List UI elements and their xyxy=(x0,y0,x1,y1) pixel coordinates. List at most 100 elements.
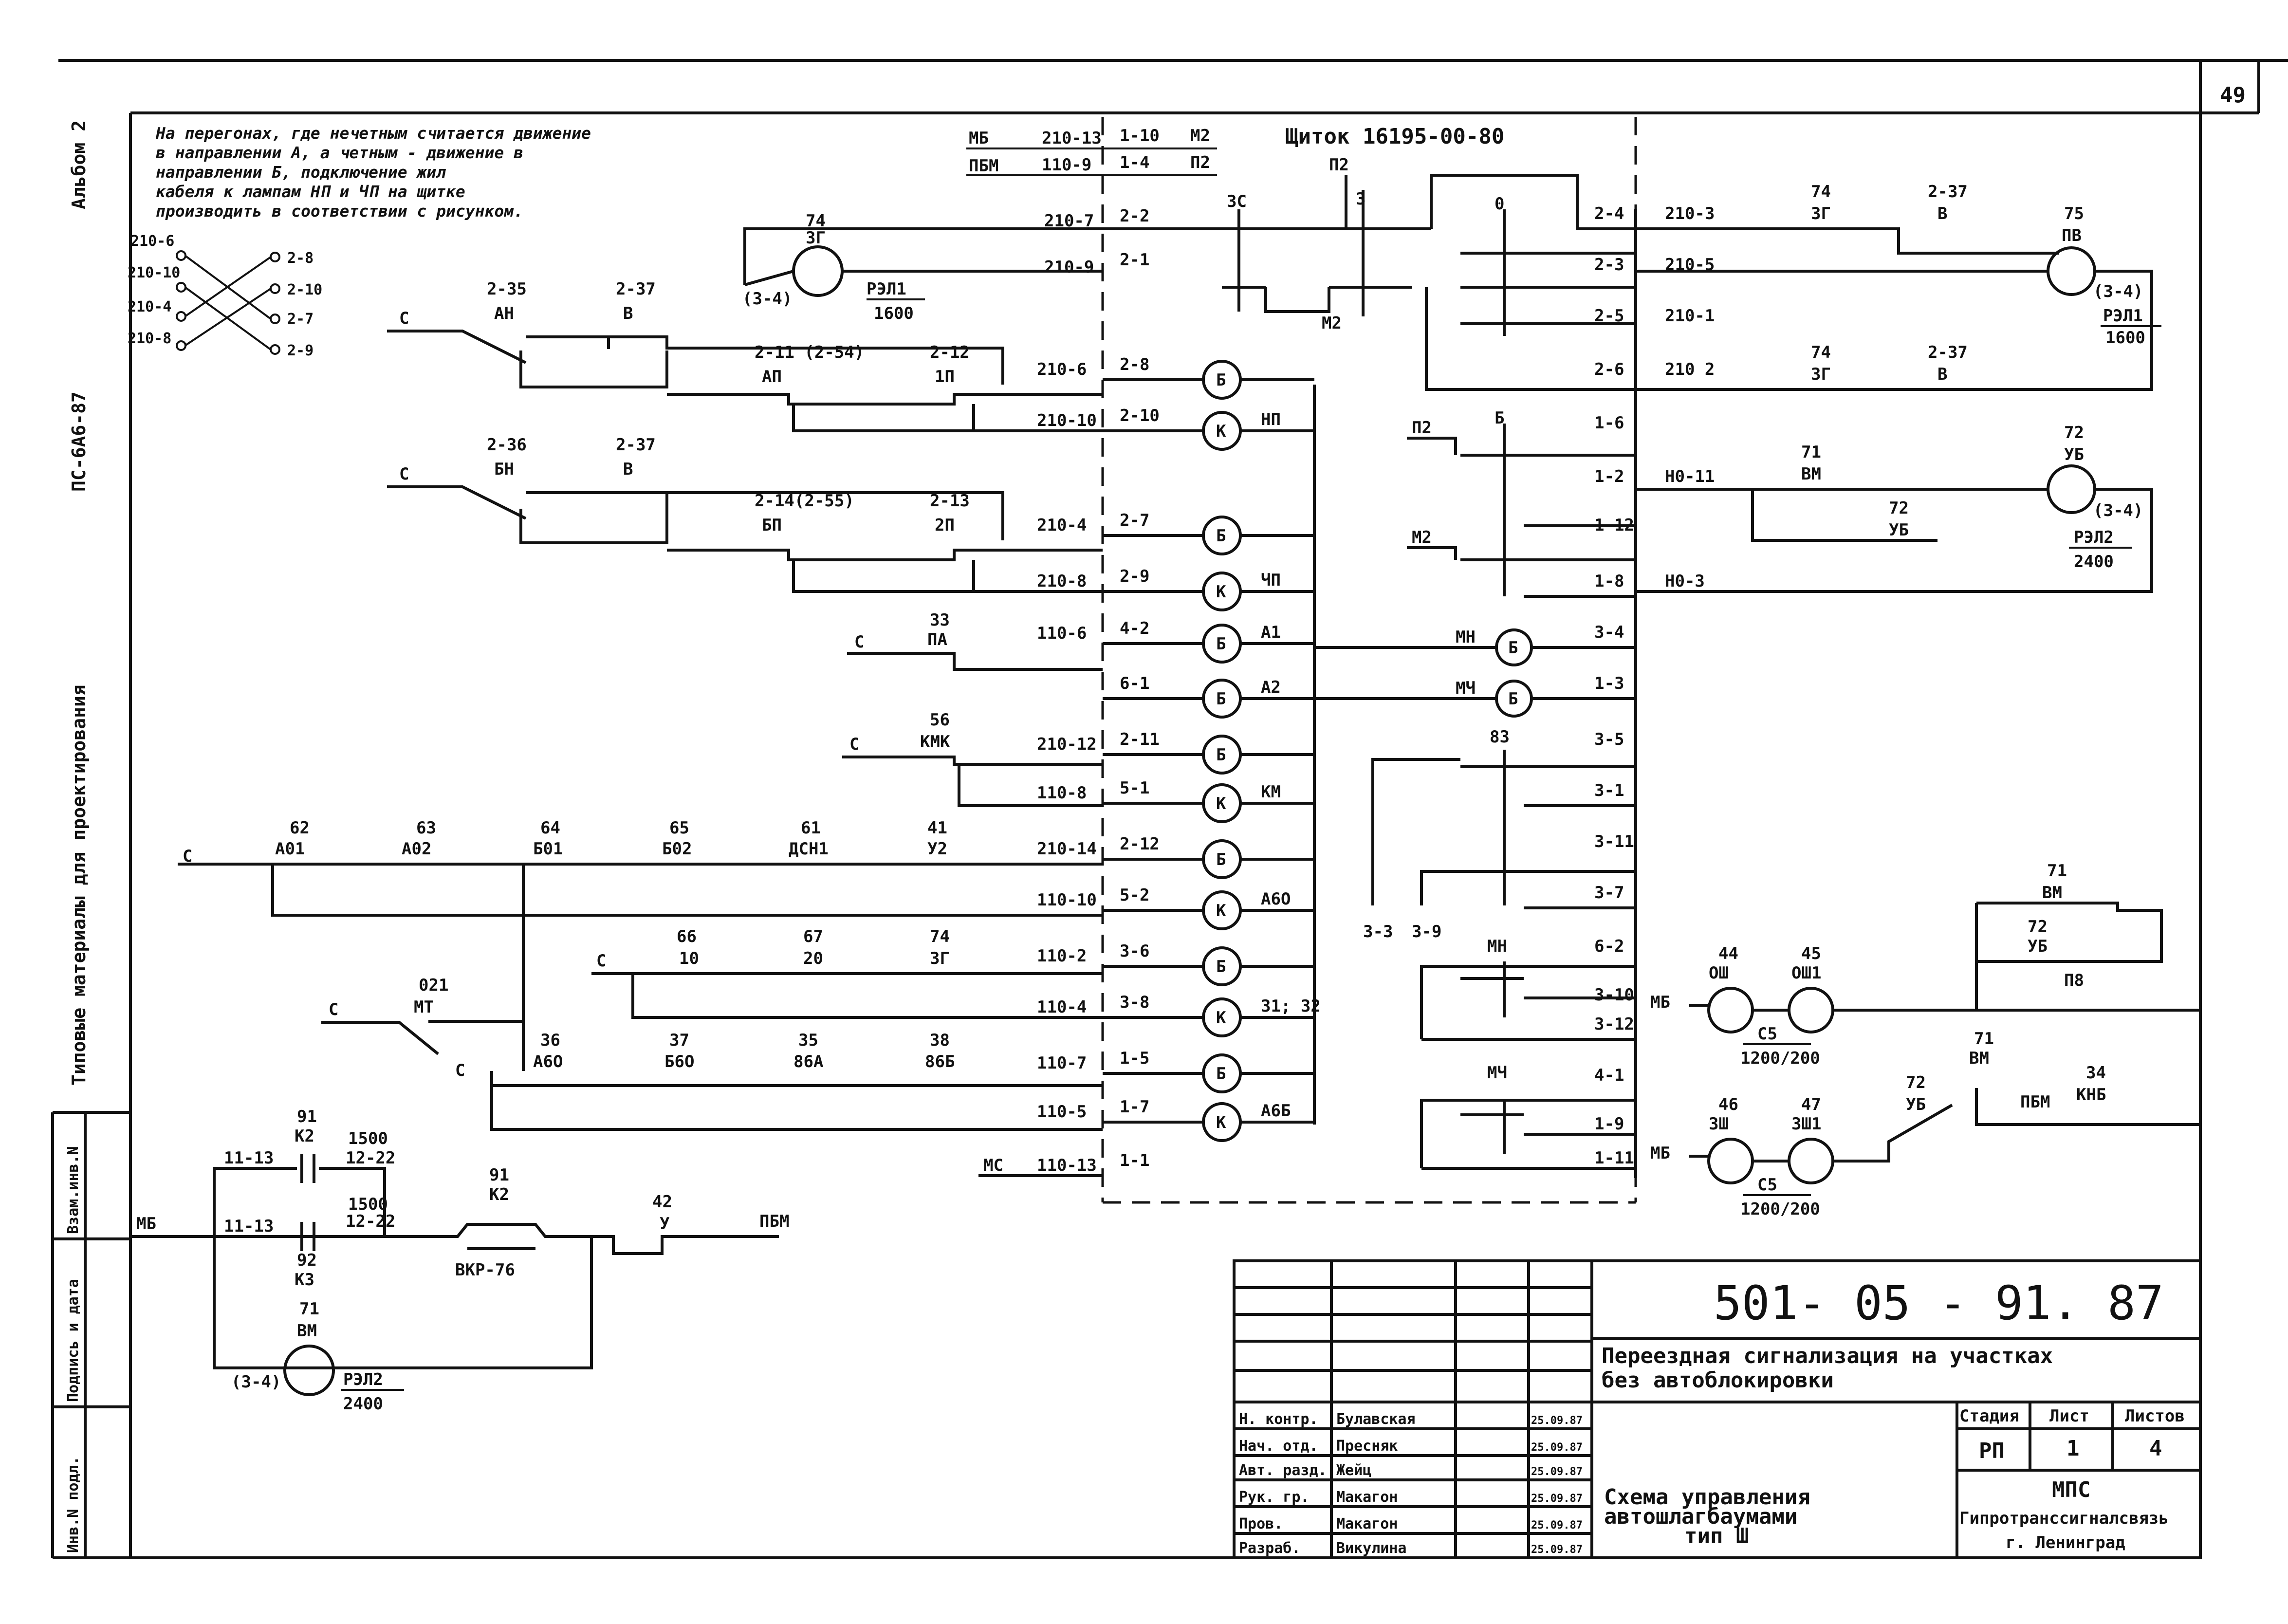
lamp-letter: Б xyxy=(1508,638,1518,658)
lamp-label: А1 xyxy=(1261,623,1281,642)
signer-role: Разраб. xyxy=(1239,1540,1300,1557)
relay-num: 65 xyxy=(669,818,689,838)
lamp-letter: Б xyxy=(1216,370,1226,390)
rrelay-num: 72 xyxy=(1906,1073,1926,1092)
fuse-vkr xyxy=(438,1223,779,1255)
bus-c: С xyxy=(849,735,859,754)
capacitor-k3 xyxy=(273,1222,341,1251)
motor-osh1 xyxy=(1788,987,1834,1033)
relay-name: 3Г xyxy=(930,949,950,968)
wire-label: 210-14 xyxy=(1037,839,1097,859)
wire-label: 210 2 xyxy=(1665,360,1715,379)
rrelay-name: П8 xyxy=(2064,971,2084,990)
wire-label: 210-7 xyxy=(1044,211,1094,231)
term-label: 1-11 xyxy=(1594,1148,1634,1168)
signer-date: 25.09.87 xyxy=(1531,1544,1583,1556)
relay-name: А6О xyxy=(533,1052,563,1071)
lamp-letter: Б xyxy=(1216,957,1226,977)
relay-num: 2-37 xyxy=(616,435,656,455)
side-typical-materials: Типовые материалы для проектирования xyxy=(68,684,90,1086)
relay-num: 2-37 xyxy=(1928,343,1968,362)
relay-num: 66 xyxy=(677,927,697,946)
switch-label: М2 xyxy=(1412,528,1432,547)
hdr-sheets: Листов xyxy=(2125,1406,2185,1426)
note-line: кабеля к лампам НП и ЧП на щитке xyxy=(156,182,465,201)
relay-name: У2 xyxy=(927,839,947,859)
relay-name: 2П xyxy=(935,516,955,535)
wire-label: 12-22 xyxy=(346,1212,395,1231)
note-block: На перегонах, где нечетным считается дви… xyxy=(155,124,591,221)
wire-label: Н0-3 xyxy=(1665,572,1705,591)
lamp-letter: Б xyxy=(1216,745,1226,765)
relay-name: АН xyxy=(494,304,514,323)
bus-label-2: М2 xyxy=(1190,126,1210,146)
wire-label: 210-3 xyxy=(1665,204,1715,223)
switch-label: 3С xyxy=(1227,192,1247,211)
rrelay-num: 72 xyxy=(2028,917,2048,937)
relay-num: 33 xyxy=(930,610,950,630)
bus-wire: 210-13 xyxy=(1042,129,1102,148)
term-label: 3-7 xyxy=(1594,883,1624,903)
relay-name: ДСН1 xyxy=(789,839,829,859)
cap-name: К3 xyxy=(295,1270,314,1290)
lamp-label: ЧП xyxy=(1261,571,1281,590)
term-label: 2-6 xyxy=(1594,360,1624,379)
lamp-letter: К xyxy=(1216,1113,1226,1132)
fuse-num: 91 xyxy=(489,1165,509,1185)
relay-num: 72 xyxy=(1889,498,1909,518)
lamp-letter: Б xyxy=(1216,526,1226,546)
motor-b-name: 3Ш1 xyxy=(1791,1114,1821,1134)
term-label: 1-3 xyxy=(1594,674,1624,693)
relay-contacts-upper: 74 3Г (3-4) РЭЛ1 1600 210-7 2-2 210-9 2-… xyxy=(387,206,1149,807)
relay-name: БН xyxy=(494,460,514,479)
cross-left-label: 210-4 xyxy=(128,298,171,315)
wire-label: 110-10 xyxy=(1037,890,1097,910)
term-label: 2-8 xyxy=(1120,355,1149,374)
coil-pins: (3-4) xyxy=(2093,501,2143,520)
wire-label: 11-13 xyxy=(224,1217,274,1236)
cap-name: К2 xyxy=(295,1126,314,1146)
bottom-bus-right: ПБМ xyxy=(759,1212,789,1231)
term-label: 1-1 xyxy=(1120,1151,1149,1170)
relay-chain-middle: С 62 А01 63 А02 64 Б01 65 Б02 61 ДСН1 41… xyxy=(178,818,1103,1131)
wire-label: 110-8 xyxy=(1037,783,1087,803)
coil-res: 2400 xyxy=(2074,552,2114,572)
motor-3sh xyxy=(1707,1138,1754,1184)
panel-title: Щиток 16195-00-80 xyxy=(1285,124,1504,149)
doc-subject-1: Схема управления xyxy=(1604,1485,1810,1510)
relay-num: 74 xyxy=(1811,182,1831,202)
relay-name: КМК xyxy=(920,732,950,752)
note-line: в направлении А, а четным - движение в xyxy=(156,143,523,162)
lamp-label: КМ xyxy=(1261,782,1281,802)
bus-c: С xyxy=(854,632,864,652)
coil-name: 3Г xyxy=(806,228,826,248)
coil-pins: (3-4) xyxy=(231,1372,281,1392)
lamp-letter: Б xyxy=(1216,1064,1226,1084)
fuse-type: ВКР-76 xyxy=(455,1260,515,1280)
term-label: 2-1 xyxy=(1120,250,1149,270)
cap-val: 1500 xyxy=(348,1129,388,1148)
wire-label: 110-5 xyxy=(1037,1102,1087,1122)
wire-label: 12-22 xyxy=(346,1148,395,1168)
relay-num: 63 xyxy=(416,818,436,838)
relay-num: 64 xyxy=(540,818,560,838)
bus-wire: 110-9 xyxy=(1042,155,1091,175)
wire-label: 110-13 xyxy=(1037,1156,1097,1175)
relay-name: 1П xyxy=(935,367,955,387)
coil-type: РЭЛ1 xyxy=(867,279,906,299)
term-label: 2-4 xyxy=(1594,204,1624,223)
wire-label: 110-7 xyxy=(1037,1053,1087,1073)
motor-bus: МБ xyxy=(1650,993,1670,1012)
lamp-letter: К xyxy=(1216,582,1226,602)
rrelay-num: 71 xyxy=(2047,861,2067,881)
hdr-sheet: Лист xyxy=(2049,1406,2089,1426)
motor-a-name: ОШ xyxy=(1709,963,1729,983)
motor-blocks: МБ 44 ОШ 45 ОШ1 С5 1200/200 МБ 46 3Ш 47 … xyxy=(1650,861,2202,1219)
stamp-inv-orig: Инв.N подл. xyxy=(65,1456,82,1553)
relay-num: 2-12 xyxy=(930,343,970,362)
term-label: 5-1 xyxy=(1120,778,1149,798)
relay-num: 2-11 (2-54) xyxy=(755,343,864,362)
note-line: направлении Б, подключение жил xyxy=(156,163,446,182)
relay-name: 3Г xyxy=(1811,365,1831,384)
